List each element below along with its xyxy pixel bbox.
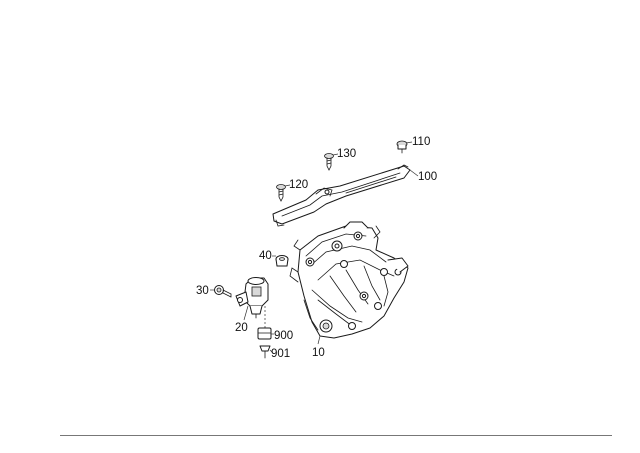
callout-10: 10: [312, 347, 325, 359]
screw-130-part: [324, 153, 334, 171]
callout-30: 30: [196, 285, 209, 297]
connector-part: [257, 306, 272, 340]
callout-110: 110: [412, 136, 430, 148]
callout-901: 901: [271, 348, 290, 360]
callout-100: 100: [418, 171, 437, 183]
grommet-part: [275, 255, 289, 267]
bolt-part: [214, 285, 232, 298]
window-motor-part: [235, 277, 269, 319]
callout-20: 20: [235, 322, 248, 334]
callout-40: 40: [259, 250, 272, 262]
leader-lines: [210, 141, 419, 353]
callout-900: 900: [274, 330, 293, 342]
clip-nut-part: [396, 140, 408, 154]
contact-part: [259, 345, 271, 359]
footer-rule: [60, 435, 612, 436]
callout-130: 130: [337, 148, 356, 160]
guide-rail-part: [272, 164, 411, 227]
callout-120: 120: [289, 179, 308, 191]
screw-120-part: [276, 184, 286, 202]
window-regulator-part: [289, 221, 409, 339]
